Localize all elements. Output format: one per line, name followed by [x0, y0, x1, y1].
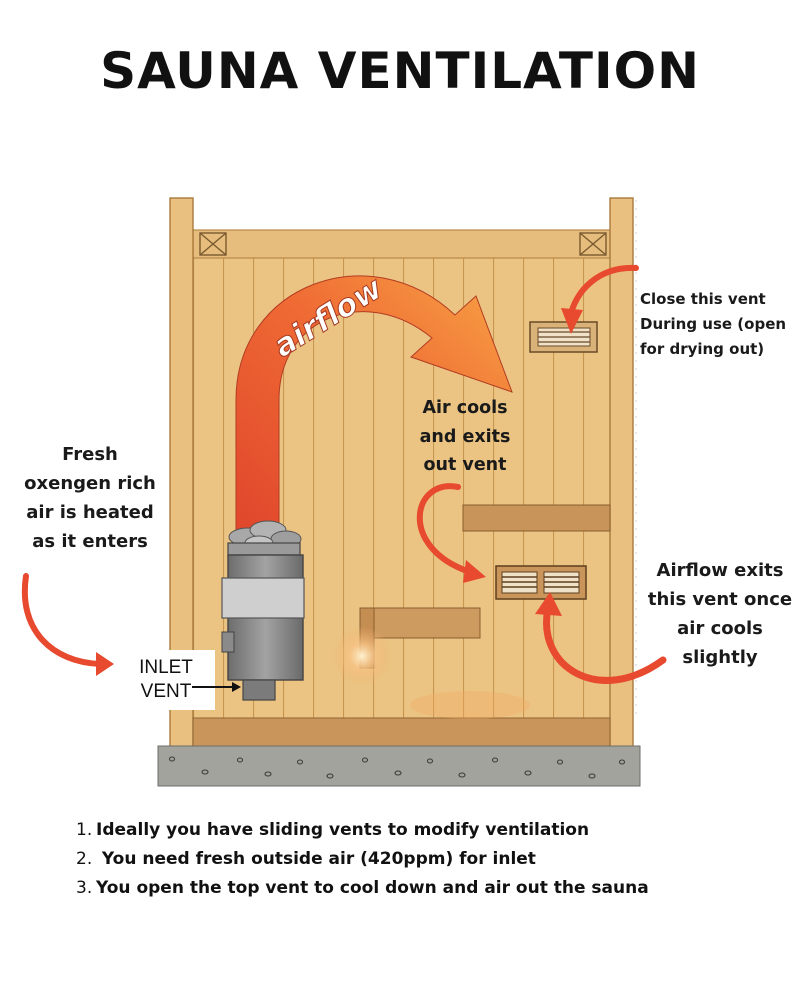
exit-vent-arrow	[535, 592, 667, 684]
airflow-exits-line: Airflow exits	[656, 560, 784, 581]
upper-bench	[462, 504, 611, 532]
airflow-exits-line: slightly	[682, 647, 758, 668]
notes-list: 1.Ideally you have sliding vents to modi…	[76, 818, 649, 905]
foundation-pebbles	[168, 756, 626, 779]
note-text: You open the top vent to cool down and a…	[96, 878, 649, 898]
air-cools-line: out vent	[423, 455, 507, 475]
top-vent	[529, 321, 598, 353]
airflow-exits-line: this vent once	[647, 589, 793, 610]
list-item: 3.You open the top vent to cool down and…	[76, 876, 649, 905]
air-cools-arrow	[416, 483, 486, 583]
inlet-vent-opening	[120, 650, 215, 710]
airflow-arrow	[235, 275, 513, 536]
list-item: 1.Ideally you have sliding vents to modi…	[76, 818, 649, 847]
post-right	[609, 197, 634, 749]
lower-vent	[495, 565, 587, 600]
close-vent-arrow	[561, 264, 639, 334]
inlet-vent-line: INLET	[139, 657, 193, 678]
note-number: 2.	[76, 849, 93, 869]
note-text: Ideally you have sliding vents to modify…	[96, 820, 590, 840]
beam-cross-left	[199, 232, 227, 256]
close-vent-line: Close this vent	[640, 290, 766, 308]
close-vent-line: for drying out)	[640, 340, 765, 358]
floor-sill	[192, 717, 611, 747]
fresh-air-label: Fresh oxengen rich air is heated as it e…	[10, 440, 170, 556]
air-cools-line: and exits	[419, 426, 511, 447]
top-beam	[192, 229, 611, 259]
foundation	[157, 745, 641, 787]
lamp-glow	[332, 626, 392, 686]
fresh-air-line: as it enters	[32, 531, 148, 552]
inlet-vent-label: INLET VENT	[126, 656, 206, 704]
fresh-air-line: air is heated	[26, 502, 154, 523]
beam-cross-right	[579, 232, 607, 256]
airflow-exits-label: Airflow exits this vent once air cools s…	[640, 556, 800, 672]
fresh-air-line: oxengen rich	[24, 473, 156, 494]
page-title: SAUNA VENTILATION	[100, 42, 700, 100]
air-cools-label: Air cools and exits out vent	[400, 394, 530, 480]
close-vent-line: During use (open	[640, 315, 787, 333]
note-text: You need fresh outside air (420ppm) for …	[96, 849, 536, 869]
airflow-exits-line: air cools	[677, 618, 763, 639]
air-cools-line: Air cools	[422, 398, 508, 418]
note-number: 3.	[76, 878, 93, 898]
fresh-air-line: Fresh	[62, 444, 118, 465]
inlet-vent-line: VENT	[140, 681, 192, 702]
note-number: 1.	[76, 820, 93, 840]
list-item: 2. You need fresh outside air (420ppm) f…	[76, 847, 649, 876]
close-vent-label: Close this vent During use (open for dry…	[640, 287, 800, 362]
stove-heater	[221, 520, 305, 701]
fresh-air-arrow	[21, 573, 114, 676]
